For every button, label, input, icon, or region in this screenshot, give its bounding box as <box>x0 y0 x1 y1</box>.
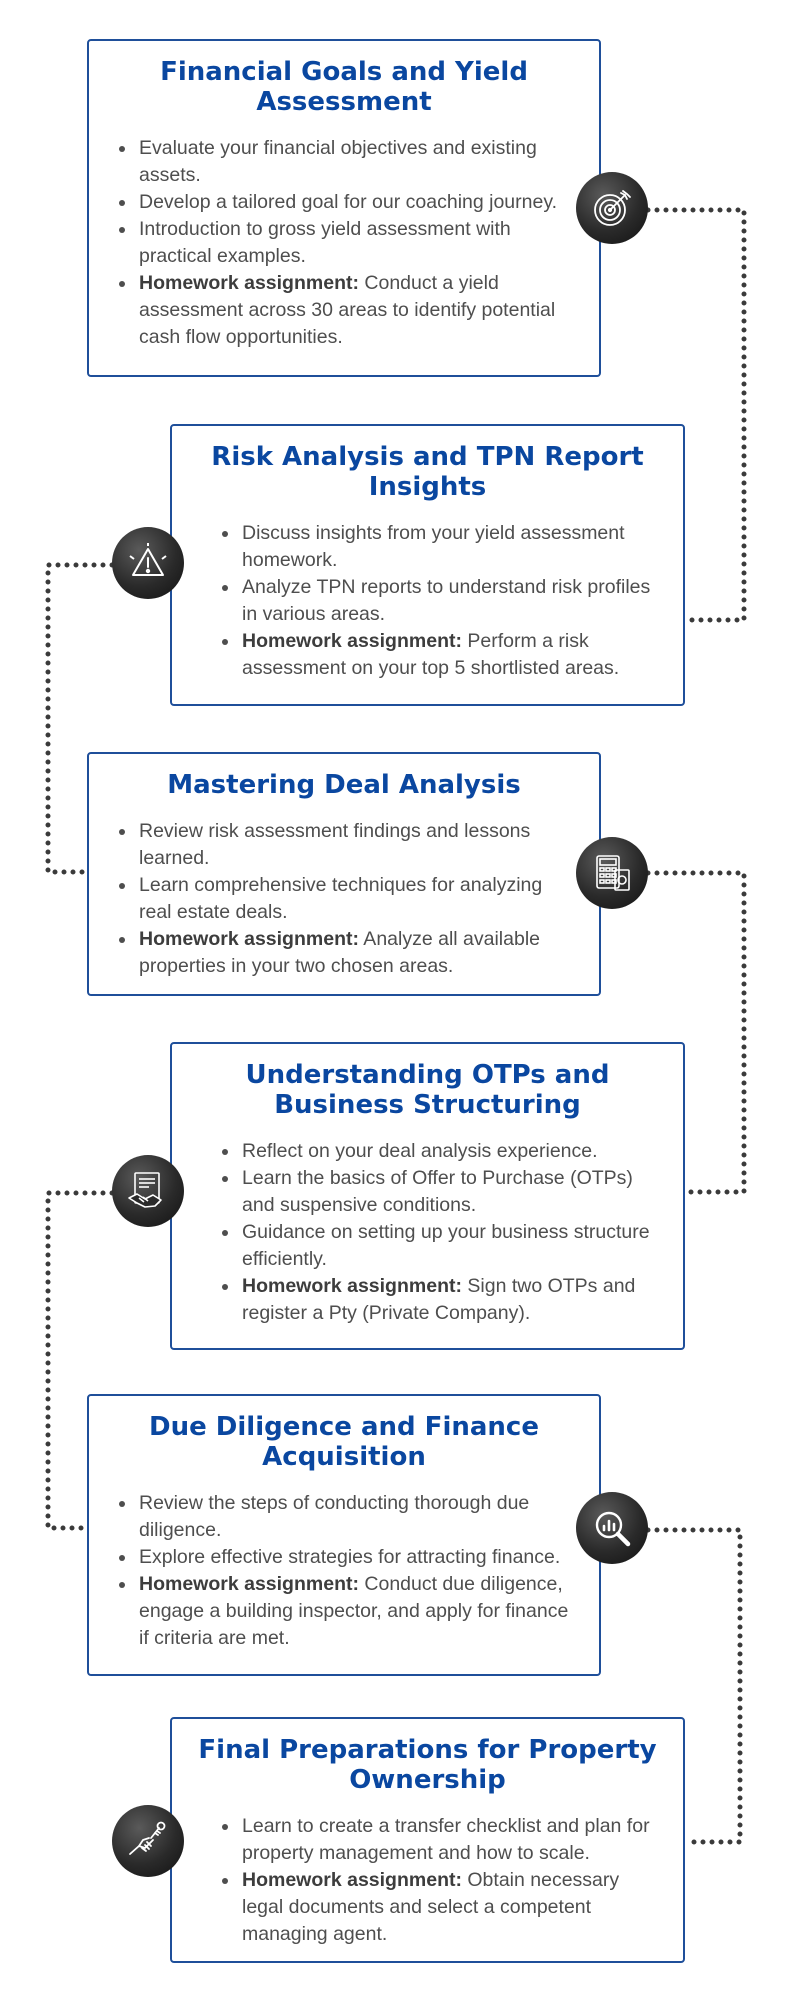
list-item: Introduction to gross yield assessment w… <box>137 216 573 270</box>
homework-label: Homework assignment: <box>139 928 359 950</box>
connector-2-3 <box>45 562 115 875</box>
list-item: Homework assignment: Perform a risk asse… <box>240 628 657 682</box>
key-hand-icon <box>112 1805 184 1877</box>
step-bullet-list: Reflect on your deal analysis experience… <box>218 1138 657 1327</box>
homework-label: Homework assignment: <box>242 630 462 652</box>
list-item: Homework assignment: Obtain necessary le… <box>240 1867 657 1948</box>
homework-label: Homework assignment: <box>139 272 359 294</box>
step-card-4: Understanding OTPs and Business Structur… <box>170 1042 685 1350</box>
step-bullet-list: Review risk assessment findings and less… <box>115 818 573 980</box>
step-card-3: Mastering Deal Analysis Review risk asse… <box>87 752 601 996</box>
step-card-2: Risk Analysis and TPN Report Insights Di… <box>170 424 685 706</box>
list-item: Explore effective strategies for attract… <box>137 1544 573 1571</box>
target-icon <box>576 172 648 244</box>
step-title: Financial Goals and Yield Assessment <box>160 57 528 117</box>
list-item: Learn the basics of Offer to Purchase (O… <box>240 1165 657 1219</box>
step-card-1: Financial Goals and Yield Assessment Eva… <box>87 39 601 377</box>
list-item: Guidance on setting up your business str… <box>240 1219 657 1273</box>
step-bullet-list: Review the steps of conducting thorough … <box>115 1490 573 1652</box>
homework-label: Homework assignment: <box>242 1275 462 1297</box>
contract-handshake-icon <box>112 1155 184 1227</box>
list-item: Learn to create a transfer checklist and… <box>240 1813 657 1867</box>
list-item: Learn comprehensive techniques for analy… <box>137 872 573 926</box>
warning-icon <box>112 527 184 599</box>
list-item: Review risk assessment findings and less… <box>137 818 573 872</box>
list-item: Develop a tailored goal for our coaching… <box>137 189 573 216</box>
list-item: Homework assignment: Sign two OTPs and r… <box>240 1273 657 1327</box>
step-bullet-list: Evaluate your financial objectives and e… <box>115 135 573 351</box>
list-item: Homework assignment: Analyze all availab… <box>137 926 573 980</box>
step-bullet-list: Learn to create a transfer checklist and… <box>218 1813 657 1948</box>
list-item: Analyze TPN reports to understand risk p… <box>240 574 657 628</box>
homework-label: Homework assignment: <box>139 1573 359 1595</box>
list-item: Homework assignment: Conduct a yield ass… <box>137 270 573 351</box>
step-card-6: Final Preparations for Property Ownershi… <box>170 1717 685 1963</box>
calculator-icon <box>576 837 648 909</box>
connector-5-6 <box>645 1527 743 1845</box>
step-title: Mastering Deal Analysis <box>167 770 521 800</box>
step-bullet-list: Discuss insights from your yield assessm… <box>218 520 657 682</box>
step-title: Risk Analysis and TPN Report Insights <box>211 442 644 502</box>
step-title: Due Diligence and Finance Acquisition <box>149 1412 539 1472</box>
analytics-search-icon <box>576 1492 648 1564</box>
step-title: Final Preparations for Property Ownershi… <box>198 1735 657 1795</box>
step-title: Understanding OTPs and Business Structur… <box>245 1060 610 1120</box>
list-item: Discuss insights from your yield assessm… <box>240 520 657 574</box>
homework-label: Homework assignment: <box>242 1869 462 1891</box>
step-card-5: Due Diligence and Finance Acquisition Re… <box>87 1394 601 1676</box>
list-item: Homework assignment: Conduct due diligen… <box>137 1571 573 1652</box>
list-item: Reflect on your deal analysis experience… <box>240 1138 657 1165</box>
list-item: Review the steps of conducting thorough … <box>137 1490 573 1544</box>
list-item: Evaluate your financial objectives and e… <box>137 135 573 189</box>
connector-4-5 <box>45 1190 115 1531</box>
